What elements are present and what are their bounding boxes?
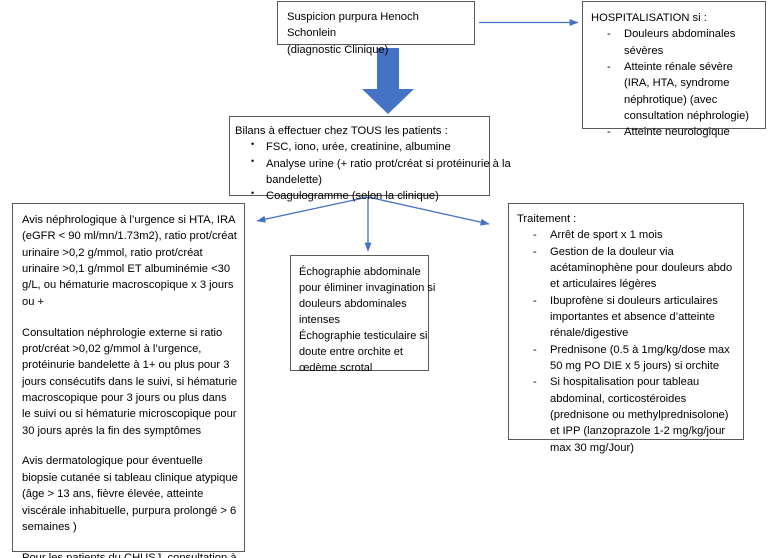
avis-paragraph-4: Pour les patients du CHUSJ, consultation…: [22, 551, 237, 558]
avis-paragraph-3: Avis dermatologique pour éventuelle biop…: [22, 455, 238, 533]
echographie-line-3: douleurs abdominales: [299, 298, 407, 311]
box-echographie: Échographie abdominale pour éliminer inv…: [290, 255, 436, 374]
traitement-list: Arrêt de sport x 1 mois Gestion de la do…: [517, 227, 739, 456]
hospitalisation-list: Douleurs abdominales sévères Atteinte ré…: [591, 26, 761, 141]
box-bilans-tous-patients: Bilans à effectuer chez TOUS les patient…: [229, 116, 511, 202]
bilans-title: Bilans à effectuer chez TOUS les patient…: [235, 125, 448, 137]
list-item: Prednisone (0.5 à 1mg/kg/dose max 50 mg …: [517, 342, 739, 375]
bilans-item-2-line-1: Analyse urine (+ ratio prot/créat si pro…: [266, 157, 511, 170]
avis-paragraph-2: Consultation néphrologie externe si rati…: [22, 326, 238, 437]
echographie-line-7: œdème scrotal: [299, 362, 373, 375]
list-item: Atteinte rénale sévère (IRA, HTA, syndro…: [591, 59, 761, 124]
box-traitement: Traitement : Arrêt de sport x 1 mois Ges…: [508, 203, 744, 454]
avis-paragraph-1: Avis néphrologique à l’urgence si HTA, I…: [22, 214, 237, 308]
hospitalisation-title: HOSPITALISATION si :: [591, 12, 707, 24]
list-item: Ibuprofène si douleurs articulaires impo…: [517, 293, 739, 342]
list-item: Douleurs abdominales sévères: [591, 26, 761, 59]
arrow-down-thick-suspicion-to-bilans: [362, 48, 414, 114]
list-item: Analyse urine (+ ratio prot/créat si pro…: [235, 155, 511, 189]
list-item: Atteinte neurologique: [591, 124, 761, 141]
echographie-line-6: doute entre orchite et: [299, 346, 403, 359]
echographie-line-4: intenses: [299, 314, 340, 327]
box-hospitalisation-criteria: HOSPITALISATION si : Douleurs abdominale…: [582, 1, 766, 141]
list-item: Si hospitalisation pour tableau abdomina…: [517, 374, 739, 456]
bilans-list: FSC, iono, urée, creatinine, albumine An…: [235, 138, 511, 204]
list-item: FSC, iono, urée, creatinine, albumine: [235, 138, 489, 155]
bilans-item-2-line-2: bandelette): [266, 174, 322, 187]
suspicion-line-2: (diagnostic Clinique): [287, 43, 389, 56]
list-item: Coagulogramme (selon la clinique): [235, 187, 489, 204]
suspicion-line-1: Suspicion purpura Henoch Schonlein: [287, 11, 419, 40]
echographie-line-1: Échographie abdominale: [299, 266, 421, 278]
box-suspicion-diagnostic: Suspicion purpura Henoch Schonlein (diag…: [277, 1, 475, 56]
box-avis-consultations: Avis néphrologique à l’urgence si HTA, I…: [12, 203, 245, 558]
list-item: Gestion de la douleur via acétaminophène…: [517, 244, 739, 293]
echographie-line-5: Échographie testiculaire si: [299, 330, 428, 343]
traitement-title: Traitement :: [517, 213, 577, 225]
echographie-line-2: pour éliminer invagination si: [299, 282, 436, 295]
list-item: Arrêt de sport x 1 mois: [517, 227, 739, 244]
